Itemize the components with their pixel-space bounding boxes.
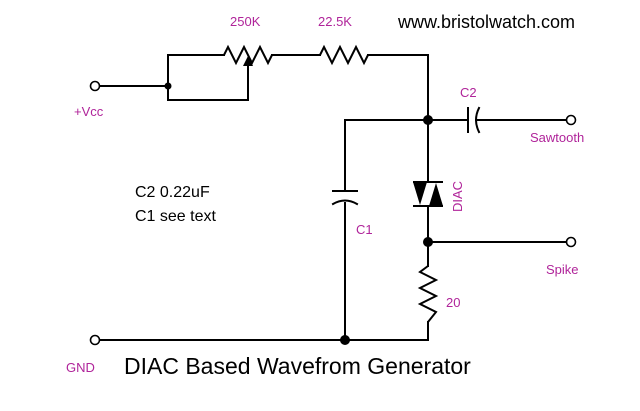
note-c2-value: C2 0.22uF (135, 184, 210, 201)
capacitor-c1 (331, 190, 359, 206)
terminals (89, 80, 577, 346)
label-c1: C1 (356, 222, 373, 237)
label-vcc: +Vcc (74, 104, 104, 119)
label-gnd: GND (66, 360, 95, 375)
label-spike: Spike (546, 262, 579, 277)
resistor-20-ohm (417, 265, 439, 323)
junction-dots (164, 82, 433, 345)
vcc-terminal (89, 80, 101, 92)
capacitor-c2 (467, 106, 481, 134)
label-22-5k: 22.5K (318, 14, 352, 29)
note-c1-text: C1 see text (135, 208, 216, 225)
sawtooth-terminal (565, 114, 577, 126)
gnd-terminal (89, 334, 101, 346)
diac (413, 181, 443, 207)
label-diac: DIAC (450, 181, 465, 212)
label-sawtooth: Sawtooth (530, 130, 584, 145)
label-20: 20 (446, 295, 460, 310)
wires (99, 54, 567, 341)
label-250k: 250K (230, 14, 261, 29)
diagram-title: DIAC Based Wavefrom Generator (124, 353, 471, 379)
spike-terminal (565, 236, 577, 248)
label-c2: C2 (460, 85, 477, 100)
website-url: www.bristolwatch.com (397, 12, 575, 32)
resistor-22k5 (319, 44, 369, 66)
potentiometer-250k (223, 44, 273, 83)
